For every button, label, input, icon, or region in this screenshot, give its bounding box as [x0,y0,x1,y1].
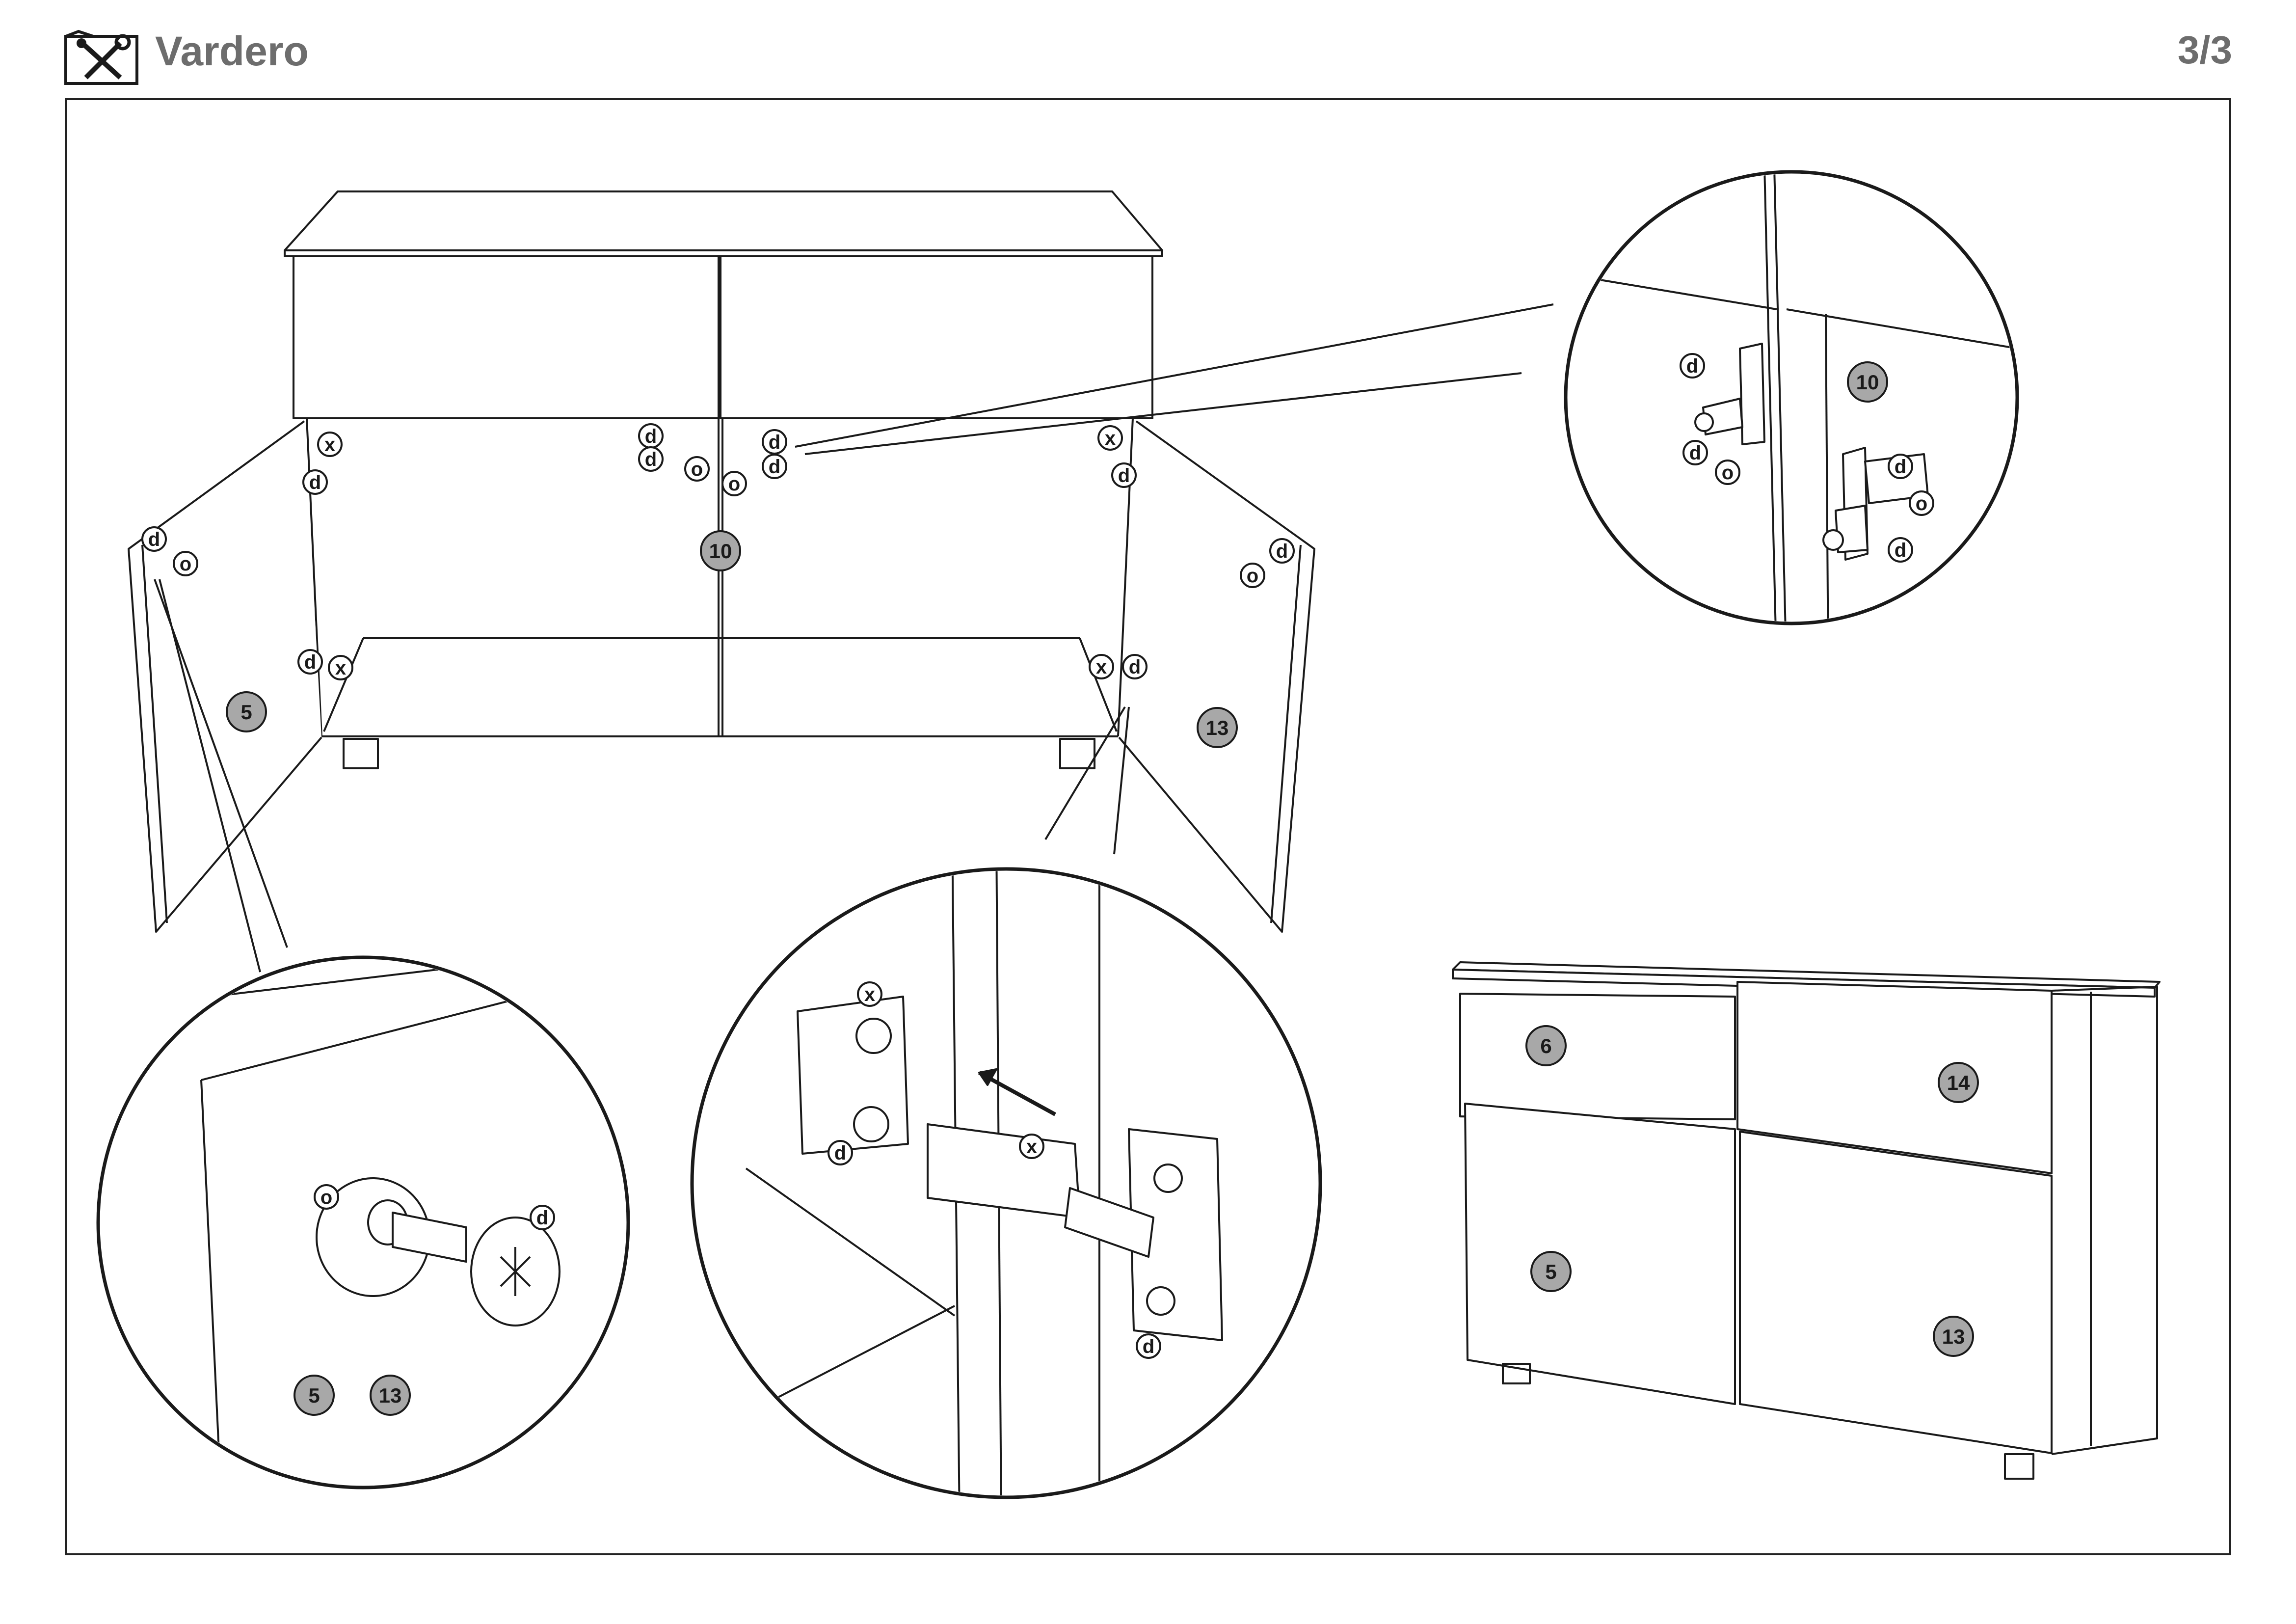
part-badge-5: 5 [1545,1260,1556,1283]
part-badge-5: 5 [240,701,252,724]
marker-d: d [834,1142,846,1164]
marker-o: o [1916,493,1927,514]
tools-icon [64,29,140,86]
marker-d: d [1276,541,1288,562]
part-badge-14: 14 [1947,1071,1970,1094]
marker-x: x [864,984,875,1005]
detail-screw [96,955,630,1489]
marker-d: d [645,449,657,470]
marker-d: d [1118,465,1130,487]
marker-d: d [309,472,321,493]
marker-d: d [536,1207,548,1229]
part-badge-13: 13 [379,1384,402,1407]
marker-o: o [691,459,703,480]
marker-d: d [304,651,316,673]
marker-group-main: x d d o d x d d o o d d x d d o x d 10 5… [141,423,1295,748]
brand-name: Vardero [155,28,309,74]
marker-x: x [335,657,346,679]
part-badge-6: 6 [1540,1034,1551,1057]
marker-d: d [1895,540,1906,561]
closed-cabinet-drawing: 6 14 5 13 [1452,961,2161,1480]
marker-o: o [1247,565,1258,587]
marker-d: d [769,456,780,478]
part-badge-10: 10 [1856,371,1879,394]
marker-d: d [1686,355,1698,377]
marker-d: d [645,426,657,447]
marker-x: x [1096,656,1107,678]
part-badge-13: 13 [1206,716,1229,739]
marker-o: o [320,1187,332,1208]
marker-group-catch: d d o d o d 10 [1680,353,1934,563]
illustration-frame [65,98,2231,1555]
marker-d: d [1689,442,1701,464]
open-cabinet-drawing [128,190,1554,973]
marker-d: d [1143,1336,1154,1357]
part-badge-10: 10 [709,540,732,563]
marker-d: d [769,432,780,453]
marker-o: o [1722,462,1734,484]
marker-d: d [1129,656,1141,678]
marker-d: d [148,529,160,550]
marker-o: o [728,473,740,495]
detail-catch [1564,170,2019,625]
marker-x: x [1105,428,1116,449]
marker-d: d [1895,456,1906,478]
detail-hinge [690,867,1322,1499]
marker-x: x [1026,1136,1037,1158]
page-number: 3/3 [2177,28,2232,72]
part-badge-13: 13 [1942,1325,1965,1348]
marker-x: x [324,434,335,456]
marker-group-screw: o d 5 13 [294,1184,555,1416]
marker-group-hinge: x d x d [828,981,1161,1359]
marker-o: o [180,553,191,575]
part-badge-5: 5 [308,1384,320,1407]
